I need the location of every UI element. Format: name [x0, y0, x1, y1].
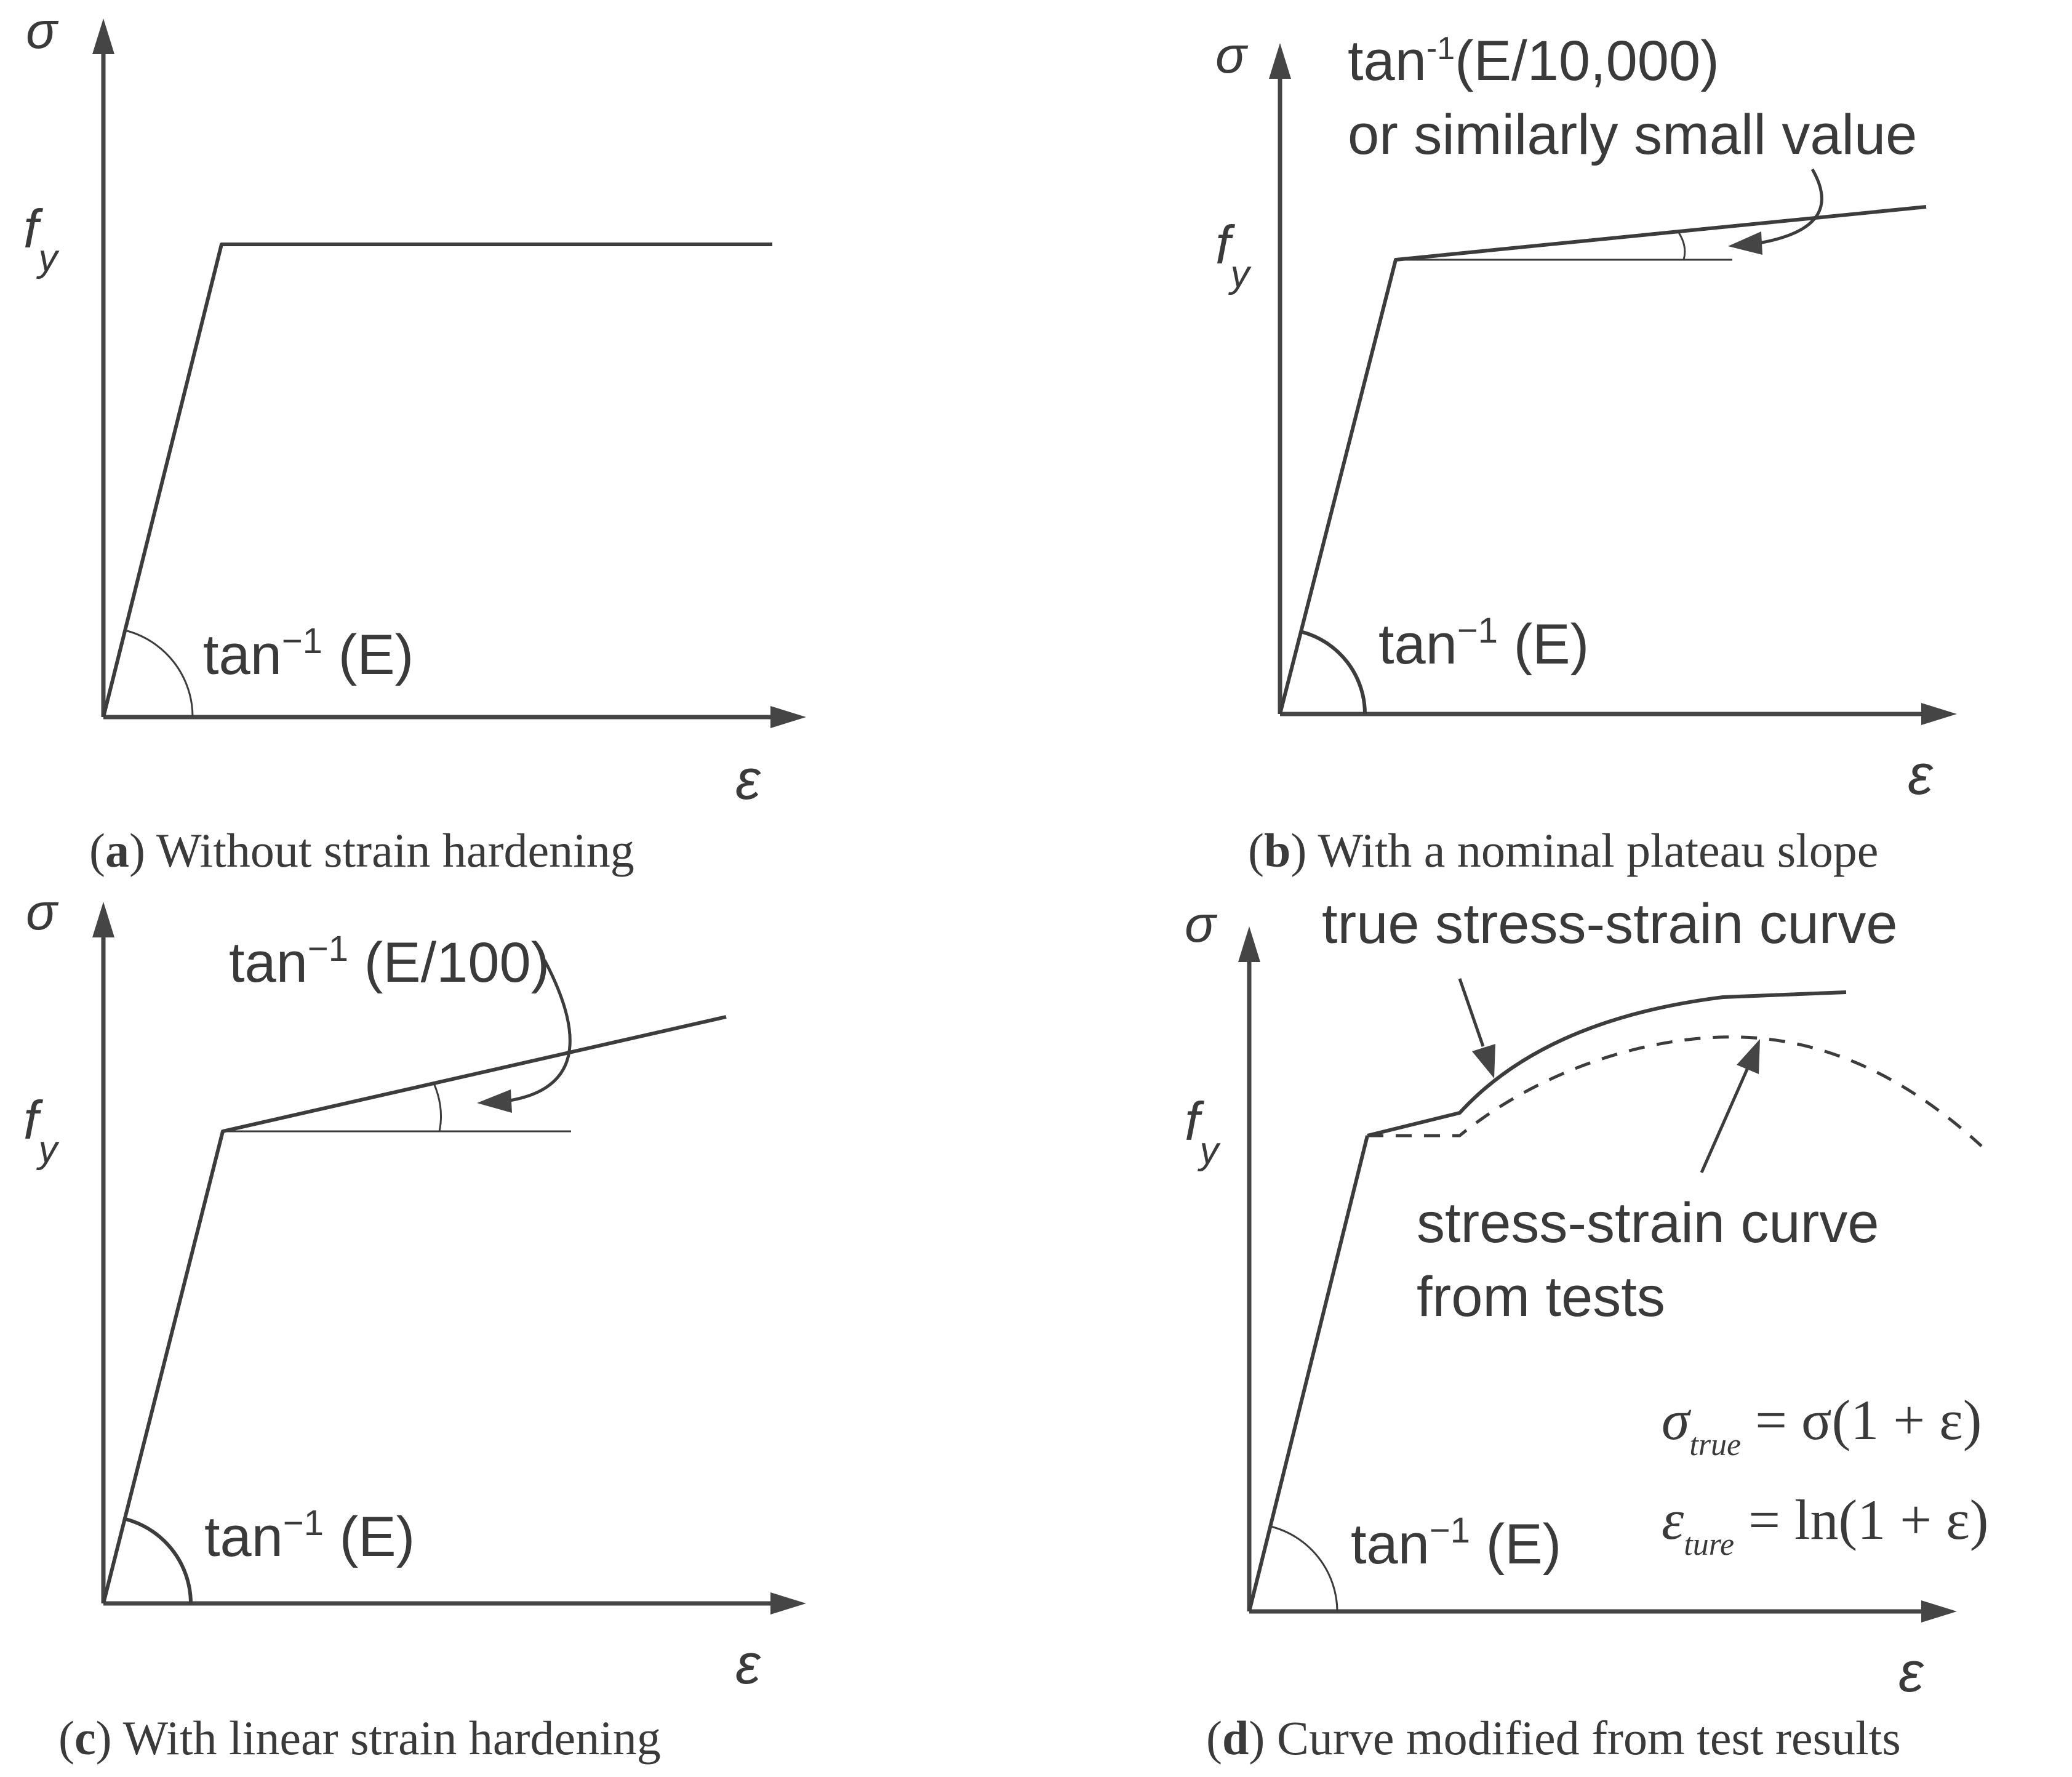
panel-c: σ fy ε tan−1 (E) tan−1 (E/100) — [23, 883, 806, 1696]
panel-d-fy-label: fy — [1185, 1091, 1221, 1172]
panel-b-caption: (b) With a nominal plateau slope — [1248, 824, 1878, 877]
panel-d-y-arrowhead — [1238, 926, 1260, 962]
panel-d-true-curve — [1367, 990, 1847, 1137]
panel-a-fy-label: fy — [23, 198, 60, 279]
panel-c-sigma-label: σ — [26, 883, 59, 941]
panel-b-fy-label: fy — [1215, 214, 1252, 295]
panel-c-epsilon-label: ε — [735, 1633, 761, 1696]
panel-d: σ fy ε tan−1 (E) true stress-strain curv… — [1185, 893, 1988, 1704]
panel-b-y-arrowhead — [1269, 43, 1291, 79]
panel-b-curve — [1278, 205, 1927, 715]
panel-d-caption: (d) Curve modified from test results — [1206, 1711, 1901, 1765]
panel-d-sigma-label: σ — [1185, 895, 1218, 953]
panel-d-true-pointer — [1458, 978, 1485, 1047]
panel-d-elastic-angle-arc — [1270, 1525, 1338, 1612]
panel-c-hardening-label: tan−1 (E/100) — [229, 929, 550, 994]
panel-b-x-arrowhead — [1921, 703, 1957, 725]
panel-d-equation-true-stress: σtrue = σ(1 + ε) — [1662, 1389, 1982, 1462]
panel-b-plateau-angle-arc — [1678, 232, 1686, 260]
panel-c-y-arrowhead — [92, 902, 114, 937]
panel-d-elastic-label: tan−1 (E) — [1351, 1510, 1561, 1576]
panel-d-test-curve-label-line1: stress-strain curve — [1417, 1192, 1879, 1254]
panel-d-test-pointer — [1700, 1067, 1750, 1174]
panel-b-plateau-label-line2: or similarly small value — [1348, 103, 1917, 166]
panel-c-caption: (c) With linear strain hardening — [58, 1711, 661, 1765]
panel-a-x-arrowhead — [770, 706, 806, 728]
panel-a-curve — [102, 243, 772, 718]
panel-b-sigma-label: σ — [1215, 26, 1249, 84]
panel-d-test-pointer-head — [1737, 1039, 1760, 1074]
panel-a-y-arrowhead — [92, 18, 114, 54]
panel-d-test-curve — [1367, 1035, 1983, 1147]
panel-b-pointer-arrowhead — [1728, 231, 1762, 255]
panel-a-elastic-label: tan−1 (E) — [203, 621, 414, 686]
panel-c-pointer-arrow — [509, 959, 572, 1102]
panel-d-x-arrowhead — [1921, 1600, 1957, 1623]
panel-d-true-pointer-head — [1472, 1044, 1495, 1078]
panel-a: σ fy ε tan−1 (E) — [23, 1, 806, 811]
panel-c-fy-label: fy — [23, 1089, 60, 1171]
panel-c-x-arrowhead — [770, 1592, 806, 1615]
panel-a-epsilon-label: ε — [735, 748, 761, 811]
panel-a-sigma-label: σ — [26, 1, 59, 59]
panel-b-pointer-arrow — [1758, 168, 1823, 245]
panel-b: σ fy ε tan−1 (E) tan-1(E/10,000) or simi… — [1215, 26, 1957, 806]
panel-d-equation-true-strain: εture = ln(1 + ε) — [1662, 1488, 1988, 1562]
panel-d-elastic-line — [1247, 1135, 1369, 1612]
panel-b-plateau-label-line1: tan-1(E/10,000) — [1348, 30, 1719, 92]
panel-c-pointer-arrowhead — [477, 1089, 512, 1113]
panel-c-elastic-angle-arc — [122, 1517, 193, 1604]
panel-b-elastic-label: tan−1 (E) — [1378, 611, 1589, 676]
panel-d-true-curve-label: true stress-strain curve — [1322, 893, 1898, 955]
panel-c-hardening-angle-arc — [433, 1083, 442, 1132]
panel-a-elastic-angle-arc — [124, 629, 194, 718]
panel-b-epsilon-label: ε — [1908, 744, 1934, 806]
panel-a-caption: (a) Without strain hardening — [89, 824, 634, 877]
panel-b-elastic-angle-arc — [1300, 630, 1367, 715]
panel-d-epsilon-label: ε — [1898, 1641, 1924, 1704]
panel-c-elastic-label: tan−1 (E) — [204, 1503, 415, 1568]
panel-d-test-curve-label-line2: from tests — [1417, 1266, 1665, 1328]
